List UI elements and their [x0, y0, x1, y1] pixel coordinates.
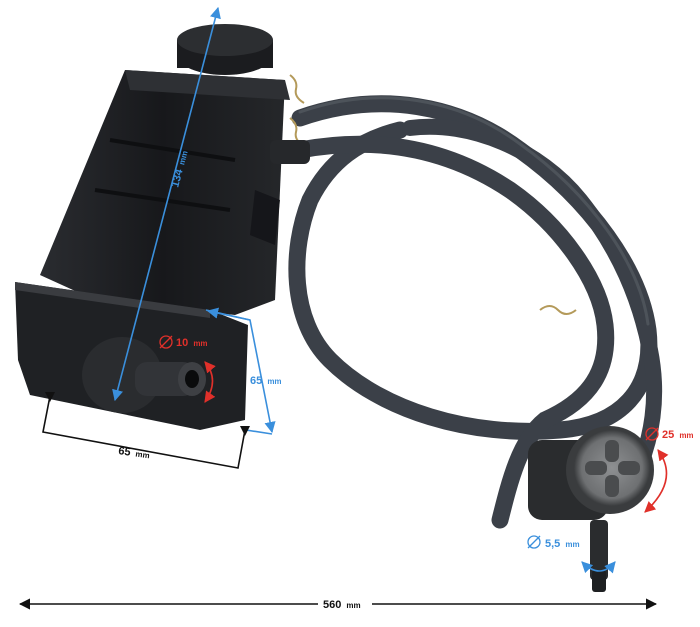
label-5-5: 5,5 [545, 538, 560, 550]
label-134: 134 [169, 167, 186, 189]
diameter-icon [527, 535, 541, 549]
dimension-length-134: 134 mm [112, 6, 221, 402]
label-65-depth: 65 [250, 375, 262, 387]
unit-134: mm [177, 150, 189, 166]
canister [15, 24, 310, 430]
label-10: 10 [176, 337, 188, 349]
unit-560: mm [346, 601, 360, 610]
label-25: 25 [662, 429, 674, 441]
diameter-icon [159, 335, 173, 349]
diameter-icon [645, 427, 659, 441]
dimension-filter-25: 25 mm [644, 427, 694, 513]
unit-5-5: mm [565, 540, 579, 549]
svg-text:65 mm: 65 mm [250, 375, 282, 387]
svg-text:10 mm: 10 mm [176, 337, 208, 349]
label-65-width: 65 [118, 445, 132, 459]
svg-text:560 mm: 560 mm [323, 599, 361, 611]
dimension-width-65: 65 mm [42, 392, 250, 469]
unit-65-depth: mm [267, 377, 281, 386]
svg-text:134 mm: 134 mm [169, 149, 190, 188]
svg-text:5,5 mm: 5,5 mm [545, 538, 580, 550]
unit-65-width: mm [135, 449, 150, 460]
label-560: 560 [323, 599, 341, 611]
svg-text:25 mm: 25 mm [662, 429, 694, 441]
hose-group [288, 95, 663, 529]
filter-cross-icon [585, 440, 640, 497]
unit-25: mm [679, 431, 693, 440]
hose-inner-loop [291, 135, 615, 529]
dimension-hose-560: 560 mm [18, 598, 658, 611]
dimension-depth-65: 65 mm [205, 307, 282, 435]
hose-highlight [298, 96, 650, 326]
dimension-outlet-10: 10 mm [159, 335, 216, 403]
hose-top-loop [402, 118, 663, 473]
unit-10: mm [193, 339, 207, 348]
dimension-nozzle-5-5: 5,5 mm [527, 535, 616, 574]
filter-valve [528, 426, 654, 592]
svg-text:65 mm: 65 mm [118, 445, 151, 461]
